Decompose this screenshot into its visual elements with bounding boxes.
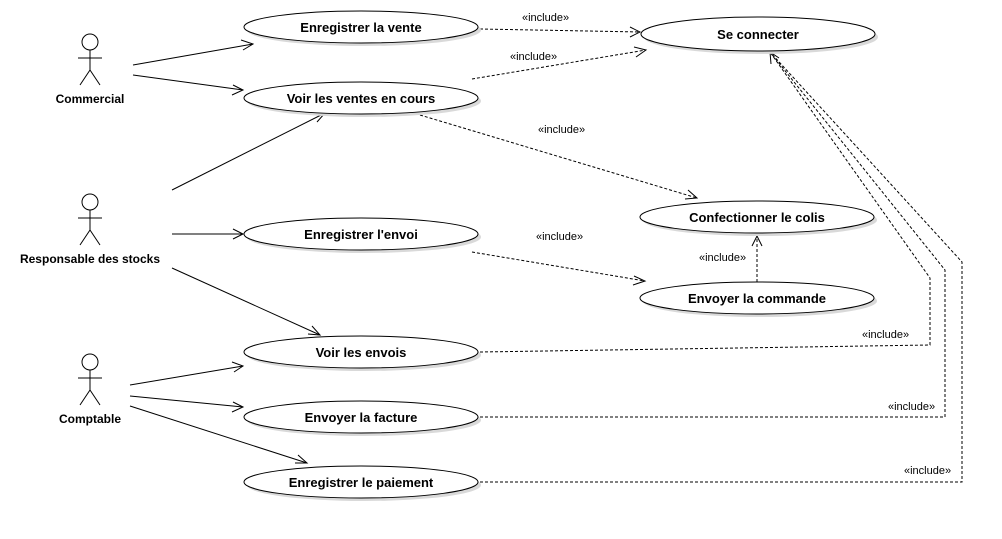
usecase-enregistrer-envoi[interactable]: Enregistrer l'envoi [243,217,481,253]
usecase-envoyer-commande[interactable]: Envoyer la commande [639,281,877,317]
usecase-envoyer-facture-label: Envoyer la facture [305,410,418,425]
association-comptable-voir-envois [129,361,245,386]
association-commercial-enregistrer-vente [132,39,255,66]
usecase-confectionner-colis-label: Confectionner le colis [689,210,825,225]
usecase-enregistrer-paiement-label: Enregistrer le paiement [289,475,434,490]
usecase-voir-ventes-label: Voir les ventes en cours [287,91,436,106]
actor-comptable[interactable]: Comptable [59,353,121,426]
association-comptable-envoyer-facture [129,395,245,413]
include-voir-ventes-confectionner [419,114,699,200]
association-stocks-enregistrer-envoi [172,228,245,240]
association-comptable-enregistrer-paiement [129,405,309,464]
usecase-voir-envois-label: Voir les envois [316,345,407,360]
actor-responsable-stocks-figure [78,193,102,246]
usecase-enregistrer-paiement[interactable]: Enregistrer le paiement [243,465,481,501]
include-voir-ventes-se-connecter [471,46,648,80]
actor-responsable-stocks-label: Responsable des stocks [20,252,160,266]
usecase-enregistrer-vente[interactable]: Enregistrer la vente [243,10,481,46]
actor-comptable-label: Comptable [59,412,121,426]
usecase-se-connecter-label: Se connecter [717,27,799,42]
include-envoyer-commande-confectionner [751,234,763,282]
include-label-7: «include» [888,401,935,413]
include-envoyer-facture-se-connecter [480,51,946,418]
include-label-6: «include» [862,329,909,341]
usecase-envoyer-facture[interactable]: Envoyer la facture [243,400,481,436]
include-label-1: «include» [522,12,569,24]
usecase-voir-ventes[interactable]: Voir les ventes en cours [243,81,481,117]
actor-comptable-figure [78,353,102,406]
actor-commercial-label: Commercial [56,92,125,106]
usecase-enregistrer-vente-label: Enregistrer la vente [300,20,421,35]
association-stocks-voir-ventes [171,112,327,191]
actor-commercial-figure [78,33,102,86]
usecase-confectionner-colis[interactable]: Confectionner le colis [639,200,877,236]
include-enregistrer-paiement-se-connecter [480,51,963,483]
actor-responsable-stocks[interactable]: Responsable des stocks [20,193,160,266]
include-label-2: «include» [510,51,557,63]
include-enregistrer-vente-se-connecter [479,26,642,38]
include-enregistrer-envoi-envoyer-commande [471,251,647,286]
include-label-8: «include» [904,465,951,477]
include-label-4: «include» [536,231,583,243]
actor-commercial[interactable]: Commercial [56,33,125,106]
usecase-envoyer-commande-label: Envoyer la commande [688,291,826,306]
association-commercial-voir-ventes [132,74,245,96]
include-label-3: «include» [538,124,585,136]
include-label-5: «include» [699,252,746,264]
usecase-voir-envois[interactable]: Voir les envois [243,335,481,371]
association-stocks-voir-envois [171,267,322,336]
usecase-se-connecter[interactable]: Se connecter [640,16,878,54]
usecase-enregistrer-envoi-label: Enregistrer l'envoi [304,227,418,242]
